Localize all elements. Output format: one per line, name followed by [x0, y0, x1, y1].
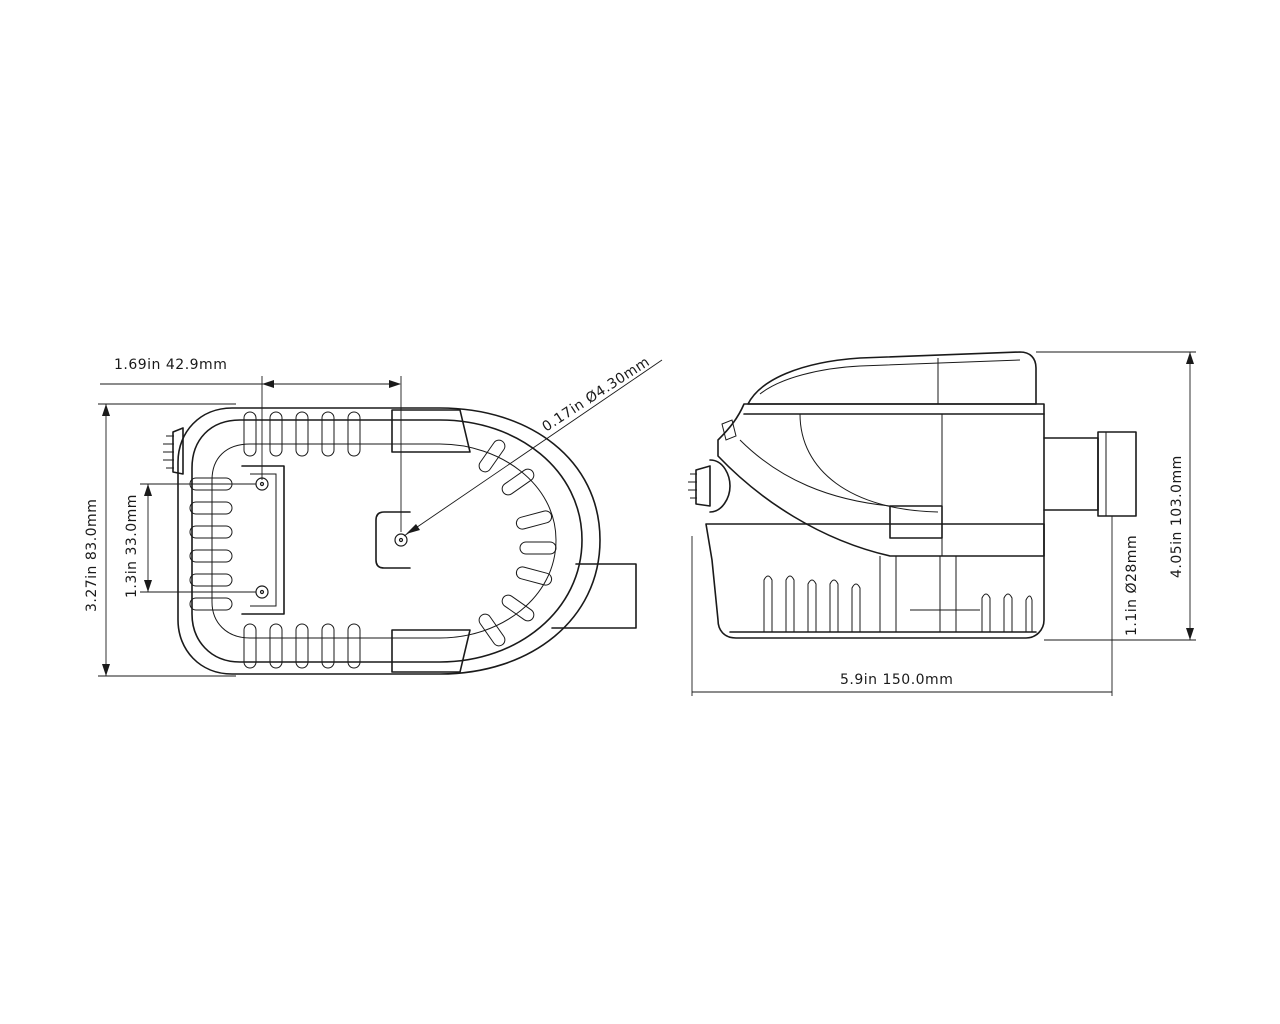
mount-plate	[241, 465, 285, 615]
dim-hole-diameter: 0.17in Ø4.30mm	[403, 354, 663, 537]
side-view	[688, 351, 1137, 639]
dim-overall-length: 5.9in 150.0mm	[691, 536, 1112, 696]
dim-overall-length-label: 5.9in 150.0mm	[840, 672, 953, 688]
top-cover	[747, 351, 1037, 405]
base-outline	[177, 407, 601, 675]
center-hole-bracket	[375, 511, 411, 569]
dim-hole-spacing-vertical-label: 1.3in 33.0mm	[124, 494, 140, 598]
dim-overall-height-label: 4.05in 103.0mm	[1169, 455, 1185, 578]
strainer-base	[705, 523, 1045, 639]
outlet-pipe	[1043, 437, 1099, 511]
dim-outlet-diameter-label: 1.1in Ø28mm	[1124, 535, 1140, 636]
mount-hole-center	[394, 533, 408, 547]
dim-hole-spacing-horizontal-label: 1.69in 42.9mm	[114, 357, 227, 373]
outlet-stub	[551, 563, 637, 629]
bottom-view	[163, 407, 637, 675]
dim-base-width: 3.27in 83.0mm	[84, 403, 236, 677]
upper-housing	[717, 403, 1045, 557]
dim-outlet-diameter: 1.1in Ø28mm	[1111, 516, 1140, 696]
dim-base-width-label: 3.27in 83.0mm	[84, 499, 100, 612]
dim-hole-spacing-horizontal: 1.69in 42.9mm	[100, 357, 402, 532]
dim-hole-spacing-vertical: 1.3in 33.0mm	[124, 483, 256, 598]
base-inner-rim	[191, 419, 583, 663]
mount-hole-bottom	[255, 585, 269, 599]
switch-knob	[172, 427, 184, 475]
dim-overall-height: 4.05in 103.0mm	[1036, 351, 1196, 641]
base-inner-channel	[211, 443, 557, 639]
side-switch-knob	[695, 465, 711, 507]
dim-hole-diameter-label: 0.17in Ø4.30mm	[539, 354, 652, 435]
